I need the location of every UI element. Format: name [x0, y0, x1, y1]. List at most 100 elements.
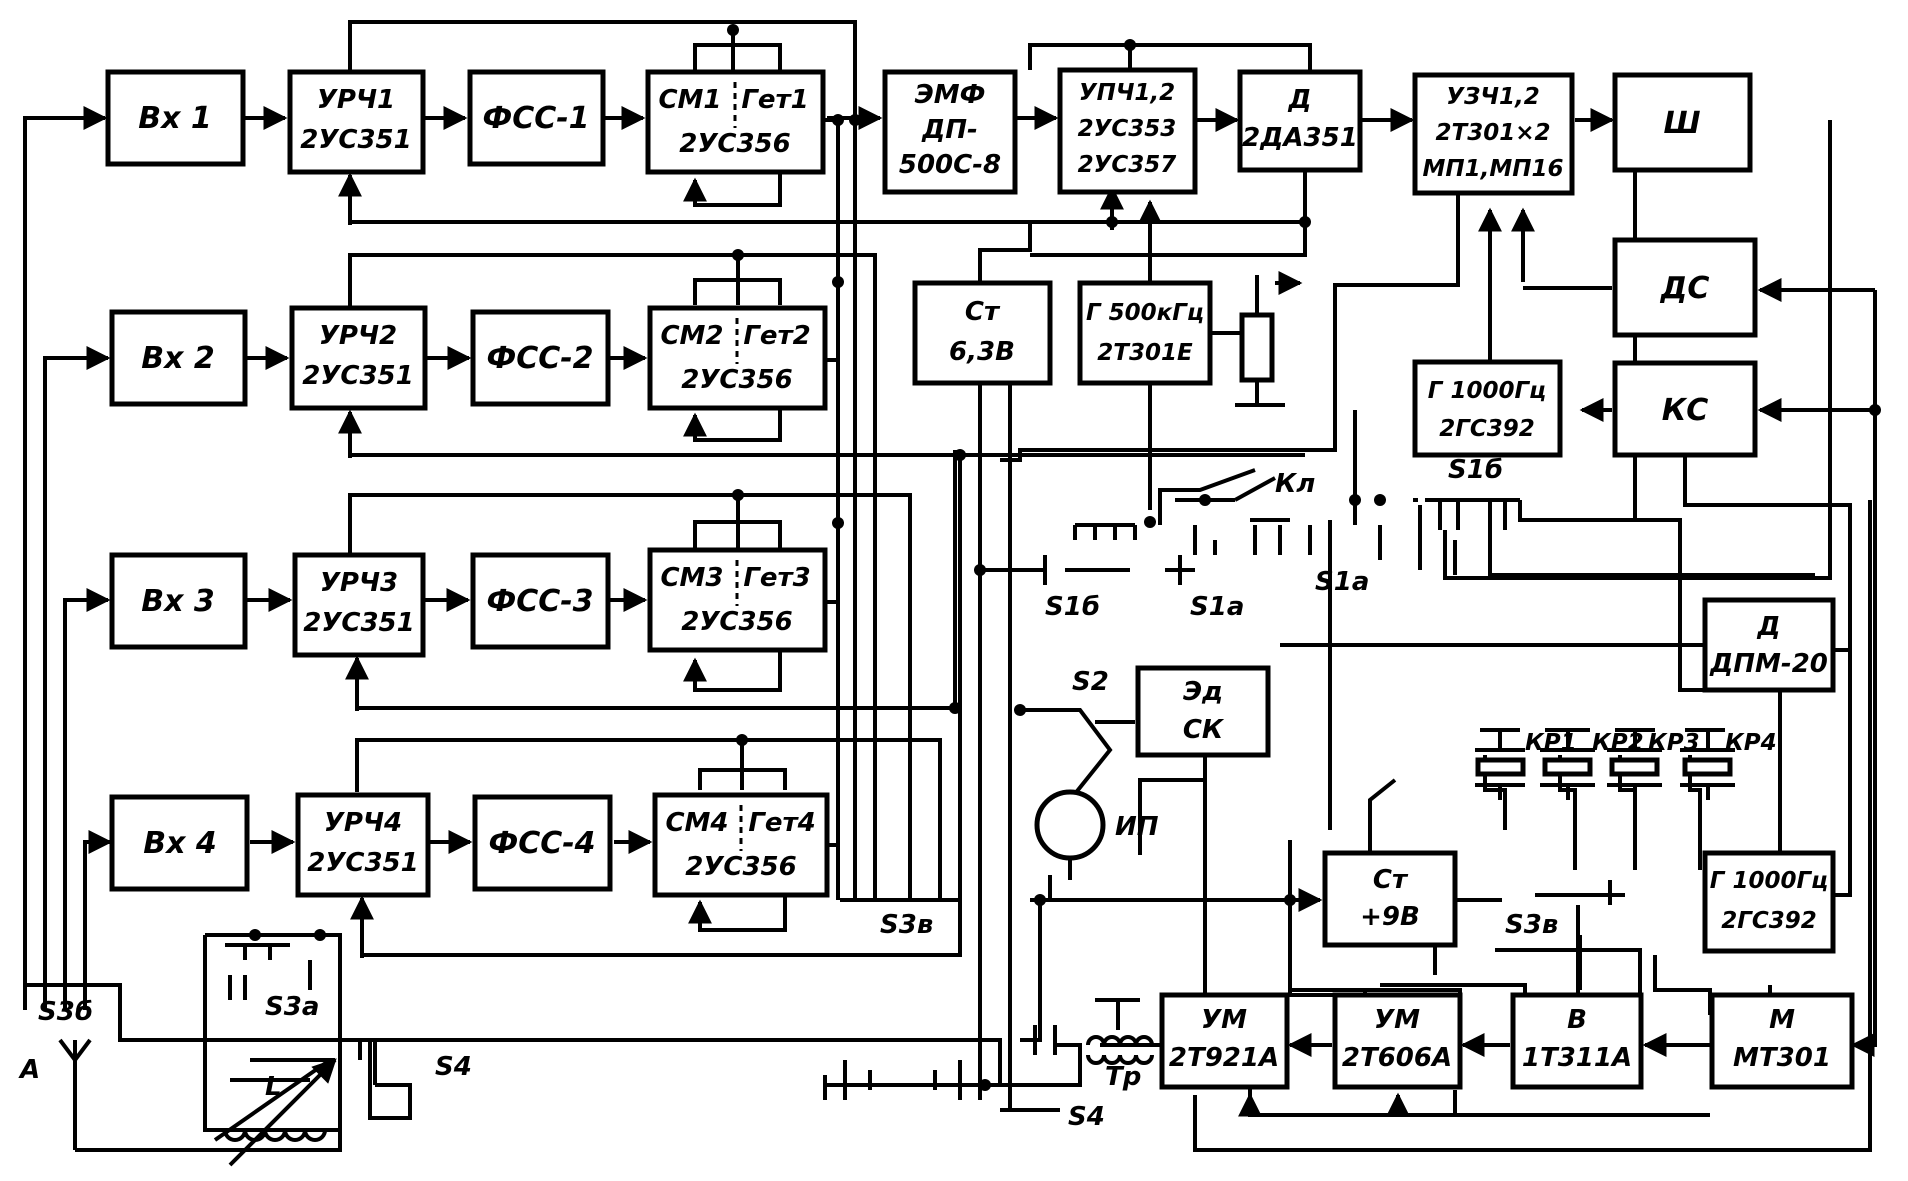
block-ed-sk: Эд СК — [1135, 665, 1271, 758]
sm3-part: 2УС356 — [681, 607, 793, 637]
fss1-label: ФСС-1 — [482, 101, 589, 136]
vx3-label: Вх 3 — [141, 584, 215, 619]
s3v-left-label: S3в — [880, 910, 933, 940]
block-v-1t311a: В 1Т311А — [1510, 992, 1644, 1090]
s3b-label: S3б — [38, 997, 93, 1027]
s2-label: S2 — [1072, 667, 1109, 697]
fss4-label: ФСС-4 — [488, 826, 595, 861]
v-part: 1Т311А — [1522, 1043, 1632, 1073]
urch4-label: УРЧ4 — [324, 808, 402, 838]
block-fss3: ФСС-3 — [470, 552, 611, 650]
um2-label: УМ — [1374, 1005, 1420, 1035]
block-vx2: Вх 2 — [109, 309, 248, 407]
junctions — [249, 24, 1881, 1091]
upch-part2: 2УС357 — [1078, 152, 1177, 178]
vx1-label: Вх 1 — [138, 101, 212, 136]
block-m-mt301: М МТ301 — [1709, 992, 1855, 1090]
block-urch3: УРЧ3 2УС351 — [292, 552, 426, 658]
s1b-top-label: S1б — [1448, 455, 1503, 485]
block-sm4: СМ4 Гет4 2УС356 — [652, 792, 830, 898]
crystal-kr1-icon — [1475, 730, 1526, 800]
block-fss2: ФСС-2 — [470, 309, 611, 407]
tr-label: Тр — [1105, 1062, 1141, 1092]
block-fss4: ФСС-4 — [472, 794, 613, 892]
crystal-kr2-icon — [1540, 730, 1595, 800]
block-d-dpm20: Д ДПМ-20 — [1702, 597, 1836, 693]
g1000b-label: Г 1000Гц — [1710, 868, 1828, 894]
block-g1000-bottom: Г 1000Гц 2ГС392 — [1702, 850, 1836, 954]
st1-part: 6,3В — [949, 337, 1015, 367]
kr3-label: КР3 — [1648, 730, 1700, 756]
sm1-label: СМ1 — [658, 85, 721, 115]
g1000a-label: Г 1000Гц — [1428, 378, 1546, 404]
block-urch4: УРЧ4 2УС351 — [295, 792, 431, 898]
s1b-low-label: S1б — [1045, 592, 1100, 622]
block-ds: ДС — [1612, 237, 1758, 338]
sm1-het: Гет1 — [741, 85, 808, 115]
coil-label: L — [265, 1072, 282, 1102]
urch4-part: 2УС351 — [307, 848, 419, 878]
block-urch2: УРЧ2 2УС351 — [289, 305, 428, 411]
crystal-kr4-icon — [1680, 730, 1735, 800]
meter-ip-icon — [1034, 789, 1106, 861]
upch-part1: 2УС353 — [1078, 116, 1177, 142]
sm2-part: 2УС356 — [681, 365, 793, 395]
ds-label: ДС — [1660, 271, 1710, 306]
wiring — [23, 20, 1877, 1152]
v-label: В — [1567, 1005, 1587, 1035]
g1000a-part: 2ГС392 — [1439, 416, 1535, 442]
fss2-label: ФСС-2 — [486, 341, 593, 376]
block-emf: ЭМФ ДП- 500С-8 — [882, 69, 1018, 195]
dpm-part: ДПМ-20 — [1709, 649, 1828, 679]
s4-top-label: S4 — [435, 1052, 472, 1082]
detector-part: 2ДА351 — [1242, 123, 1358, 153]
uzch-part2: МП1,МП16 — [1422, 156, 1563, 182]
st2-label: Ст — [1373, 865, 1409, 895]
um1-part: 2Т921А — [1169, 1043, 1279, 1073]
sm4-part: 2УС356 — [685, 852, 797, 882]
urch3-part: 2УС351 — [303, 608, 415, 638]
sh-label: Ш — [1663, 106, 1700, 141]
block-sm2: СМ2 Гет2 2УС356 — [647, 305, 828, 411]
uzch-part1: 2Т301×2 — [1436, 120, 1551, 146]
emf-line3: 500С-8 — [899, 150, 1001, 180]
g1000b-part: 2ГС392 — [1721, 908, 1817, 934]
block-vx3: Вх 3 — [109, 552, 248, 650]
sm4-label: СМ4 — [665, 808, 728, 838]
annotations: S3в S3в S3б S3а S4 S4 S1б S1б S1а S1а S2… — [18, 455, 1777, 1132]
urch2-part: 2УС351 — [302, 361, 414, 391]
edsk-part: СК — [1183, 715, 1225, 745]
detector-label: Д — [1287, 85, 1311, 115]
um1-label: УМ — [1201, 1005, 1247, 1035]
ip-label: ИП — [1115, 812, 1159, 842]
urch3-label: УРЧ3 — [320, 568, 398, 598]
sm4-het: Гет4 — [748, 808, 815, 838]
crystal-kr3-icon — [1607, 730, 1662, 800]
key-icon — [1158, 468, 1256, 510]
potentiometer — [1239, 312, 1275, 383]
block-fss1: ФСС-1 — [467, 69, 606, 167]
sm1-part: 2УС356 — [679, 129, 791, 159]
block-vx1: Вх 1 — [105, 69, 246, 167]
coil-l-icon — [223, 1129, 327, 1142]
s1a-mid-label: S1а — [1315, 567, 1369, 597]
kr4-label: КР4 — [1725, 730, 1777, 756]
block-sm3: СМ3 Гет3 2УС356 — [647, 547, 828, 653]
vx2-label: Вх 2 — [141, 341, 215, 376]
block-ks: КС — [1612, 360, 1758, 458]
g500-label: Г 500кГц — [1086, 300, 1204, 326]
sm3-label: СМ3 — [660, 563, 723, 593]
s4-bottom-label: S4 — [1068, 1102, 1105, 1132]
block-g1000-top: Г 1000Гц 2ГС392 — [1412, 359, 1563, 458]
g500-part: 2Т301Е — [1097, 340, 1193, 366]
edsk-label: Эд — [1183, 677, 1223, 707]
kr2-label: КР2 — [1592, 730, 1644, 756]
sm2-het: Гет2 — [743, 321, 810, 351]
block-st-6v3: Ст 6,3В — [912, 280, 1053, 386]
blocks: Вх 1 УРЧ1 2УС351 ФСС-1 СМ1 Гет1 2УС356 В… — [105, 67, 1855, 1090]
m-part: МТ301 — [1733, 1043, 1831, 1073]
kr1-label: КР1 — [1525, 730, 1577, 756]
vx4-label: Вх 4 — [143, 826, 217, 861]
symbols — [223, 468, 1735, 1167]
